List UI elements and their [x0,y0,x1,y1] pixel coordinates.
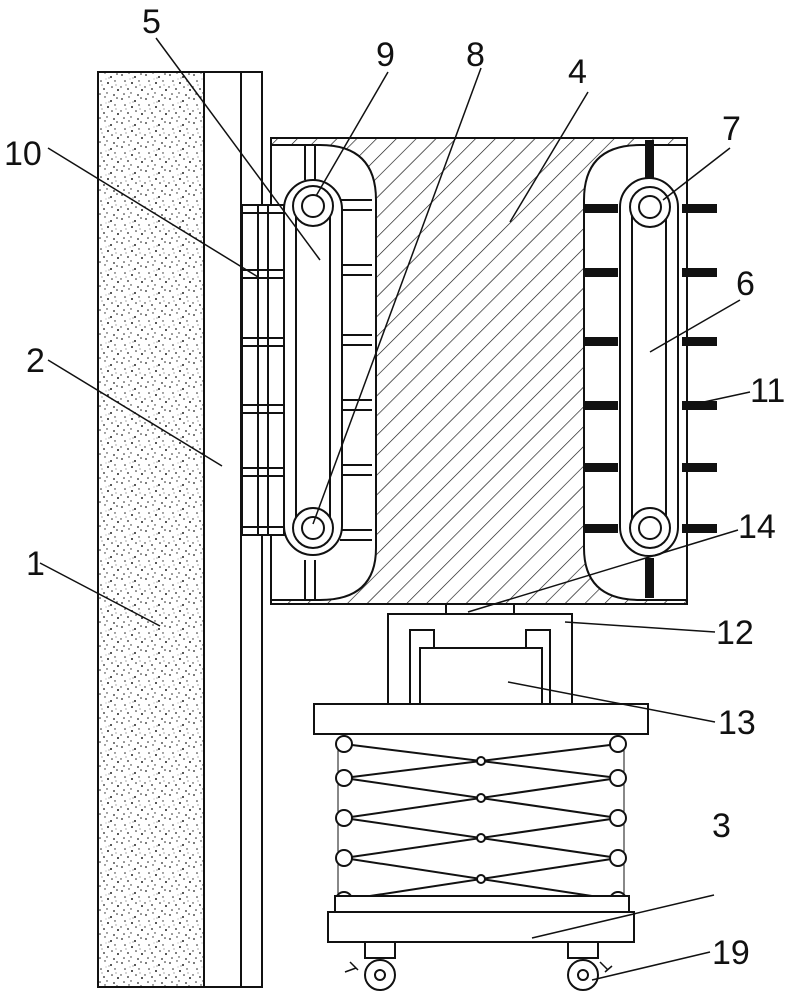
base-plate [327,911,635,943]
label-5: 5 [142,3,161,41]
scissor-lift [335,735,627,909]
label-11: 11 [750,372,785,410]
right-belt-inner [631,204,667,526]
label-2: 2 [26,342,45,380]
wheel-right [567,942,613,991]
label-10: 10 [4,135,42,173]
reference-numerals: 1 2 3 4 5 6 7 8 9 10 11 12 13 14 19 [4,3,785,972]
left-belt-inner [295,204,331,524]
label-9: 9 [376,36,395,74]
label-12: 12 [716,614,754,652]
motor [419,647,543,705]
label-7: 7 [722,110,741,148]
label-1: 1 [26,545,45,583]
left-cavity-ribs [304,145,372,600]
label-13: 13 [718,704,756,742]
wall-block [97,71,205,988]
label-8: 8 [466,36,485,74]
label-4: 4 [568,53,587,91]
right-belt-cleats [583,140,717,598]
base-plate-top [334,895,630,913]
label-19: 19 [712,934,750,972]
left-clamp-brackets [241,204,285,536]
wheel-left [344,942,396,991]
label-6: 6 [736,265,755,303]
label-3: 3 [712,807,731,845]
top-plate [313,703,649,735]
leader-lines [39,37,751,981]
label-14: 14 [738,508,776,546]
